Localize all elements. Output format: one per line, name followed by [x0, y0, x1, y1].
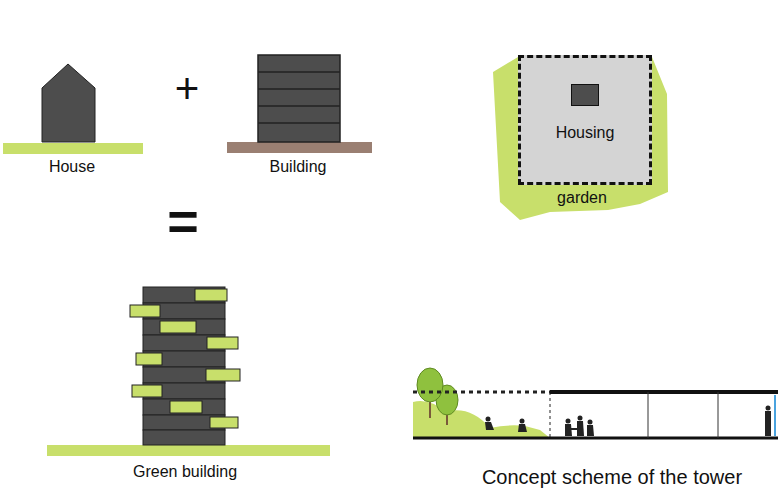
section-illustration: [413, 368, 778, 438]
label-text: Building: [270, 158, 327, 176]
ground-bar: [3, 143, 143, 154]
green-building-icon: [130, 287, 240, 445]
node-text: Housing: [556, 124, 615, 142]
house-icon: [42, 64, 95, 142]
label-text: =: [167, 192, 199, 251]
ground-bar: [227, 142, 372, 153]
label-text: Green building: [133, 463, 237, 481]
core-mark: [571, 84, 599, 106]
node-text: garden: [557, 189, 607, 207]
caption-text: Concept scheme of the tower: [482, 466, 742, 488]
label-text: House: [49, 158, 95, 176]
garden-region: Housing garden: [490, 52, 670, 224]
building-icon: [258, 55, 340, 142]
label-text: +: [175, 66, 200, 112]
housing-block: Housing: [518, 55, 652, 185]
ground-bar: [47, 445, 330, 456]
